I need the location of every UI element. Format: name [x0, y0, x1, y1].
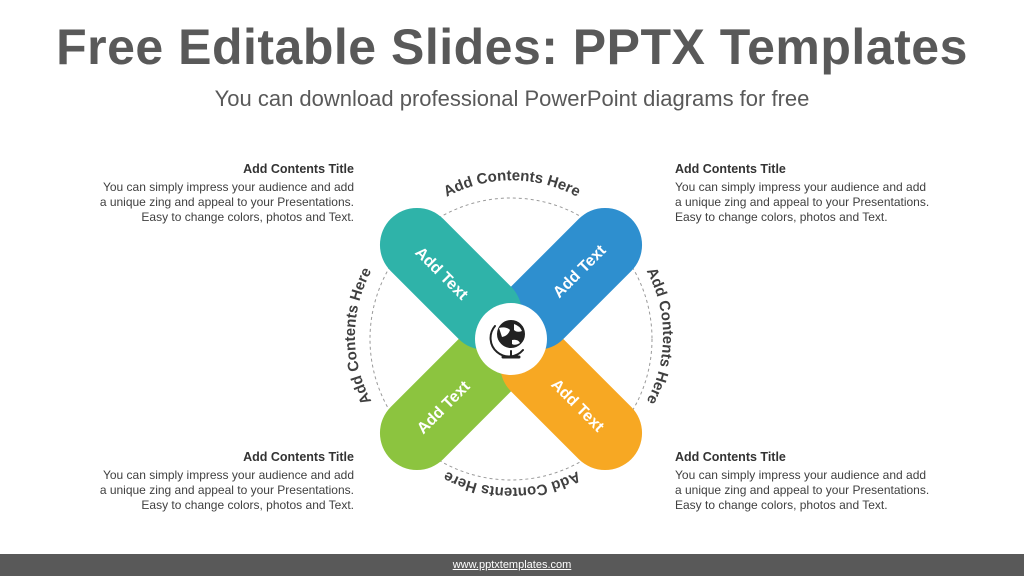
- block-line: You can simply impress your audience and…: [675, 468, 927, 482]
- block-line: a unique zing and appeal to your Present…: [675, 483, 930, 497]
- block-line: You can simply impress your audience and…: [675, 180, 927, 194]
- block-line: a unique zing and appeal to your Present…: [99, 195, 354, 209]
- globe-icon: [489, 320, 525, 359]
- x-cross-diagram: Add Text Add Text Add Text Add Text Add …: [342, 167, 676, 496]
- block-line: a unique zing and appeal to your Present…: [675, 195, 930, 209]
- content-block-top-left: Add Contents Title You can simply impres…: [54, 162, 354, 225]
- footer-link[interactable]: www.pptxtemplates.com: [452, 559, 572, 571]
- arc-label-right: Add Contents Here: [643, 265, 676, 407]
- dashed-ring: [369, 197, 653, 481]
- content-block-bottom-right: Add Contents Title You can simply impres…: [675, 450, 975, 513]
- block-line: You can simply impress your audience and…: [102, 468, 354, 482]
- block-title: Add Contents Title: [675, 450, 786, 464]
- block-title: Add Contents Title: [243, 162, 354, 176]
- block-line: Easy to change colors, photos and Text.: [675, 210, 888, 224]
- content-block-top-right: Add Contents Title You can simply impres…: [675, 162, 975, 225]
- block-title: Add Contents Title: [675, 162, 786, 176]
- content-block-bottom-left: Add Contents Title You can simply impres…: [54, 450, 354, 513]
- page-subtitle: You can download professional PowerPoint…: [214, 86, 810, 111]
- block-line: Easy to change colors, photos and Text.: [141, 210, 354, 224]
- block-line: You can simply impress your audience and…: [102, 180, 354, 194]
- page-title: Free Editable Slides: PPTX Templates: [56, 19, 968, 75]
- block-line: a unique zing and appeal to your Present…: [99, 483, 354, 497]
- arc-label-bottom: Add Contents Here: [441, 468, 583, 496]
- block-title: Add Contents Title: [243, 450, 354, 464]
- footer-bar: www.pptxtemplates.com: [0, 554, 1024, 576]
- block-line: Easy to change colors, photos and Text.: [675, 498, 888, 512]
- arc-label-top: Add Contents Here: [441, 167, 583, 200]
- block-line: Easy to change colors, photos and Text.: [141, 498, 354, 512]
